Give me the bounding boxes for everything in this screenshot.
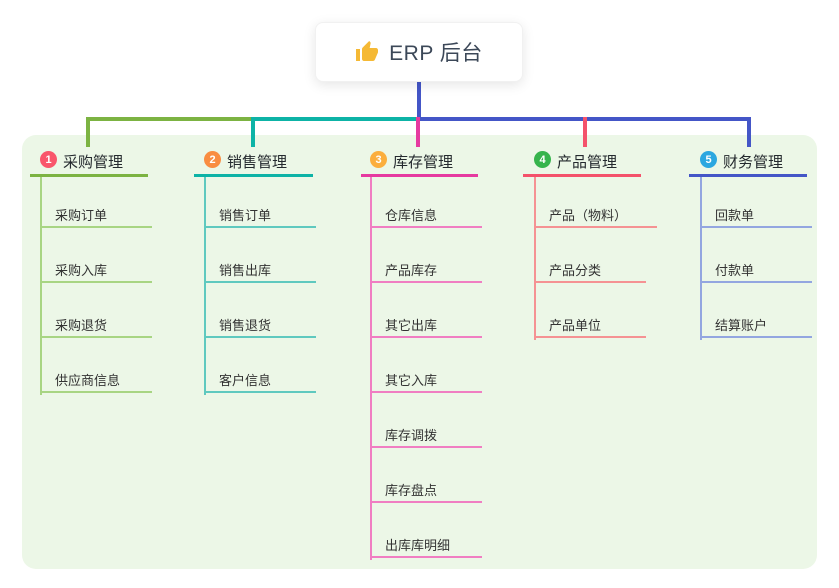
mindmap-item[interactable]: 产品（物料） bbox=[534, 206, 658, 228]
mindmap-item[interactable]: 采购退货 bbox=[40, 316, 152, 338]
mindmap-item[interactable]: 回款单 bbox=[700, 206, 812, 228]
thumbs-up-path bbox=[356, 41, 379, 61]
mindmap-item[interactable]: 客户信息 bbox=[204, 371, 316, 393]
mindmap-item[interactable]: 出库库明细 bbox=[370, 536, 482, 558]
mindmap-item[interactable]: 销售订单 bbox=[204, 206, 316, 228]
branch-spine-4 bbox=[534, 177, 536, 340]
branch-badge-1: 1 bbox=[40, 151, 57, 168]
mindmap-item[interactable]: 供应商信息 bbox=[40, 371, 152, 393]
mindmap-item[interactable]: 其它入库 bbox=[370, 371, 482, 393]
mindmap-item[interactable]: 产品单位 bbox=[534, 316, 646, 338]
branch-spine-3 bbox=[370, 177, 372, 560]
branch-badge-4: 4 bbox=[534, 151, 551, 168]
connector-branch-drop-2 bbox=[251, 117, 255, 147]
branch-badge-3: 3 bbox=[370, 151, 387, 168]
connector-branch-drop-3 bbox=[416, 117, 420, 147]
mindmap-item[interactable]: 结算账户 bbox=[700, 316, 812, 338]
connector-branch-drop-4 bbox=[583, 117, 587, 147]
mindmap-item[interactable]: 仓库信息 bbox=[370, 206, 482, 228]
mindmap-item[interactable]: 销售退货 bbox=[204, 316, 316, 338]
branch-spine-2 bbox=[204, 177, 206, 395]
branch-underline-4 bbox=[523, 174, 641, 177]
mindmap-panel bbox=[22, 135, 817, 569]
mindmap-item[interactable]: 付款单 bbox=[700, 261, 812, 283]
branch-node-2[interactable]: 销售管理 bbox=[227, 154, 288, 171]
branch-node-4[interactable]: 产品管理 bbox=[557, 154, 618, 171]
branch-badge-2: 2 bbox=[204, 151, 221, 168]
mindmap-item[interactable]: 库存盘点 bbox=[370, 481, 482, 503]
branch-node-1[interactable]: 采购管理 bbox=[63, 154, 124, 171]
branch-spine-5 bbox=[700, 177, 702, 340]
branch-node-3[interactable]: 库存管理 bbox=[393, 154, 454, 171]
mindmap-item[interactable]: 库存调拨 bbox=[370, 426, 482, 448]
branch-underline-3 bbox=[361, 174, 478, 177]
mindmap-item[interactable]: 采购入库 bbox=[40, 261, 152, 283]
mindmap-item[interactable]: 销售出库 bbox=[204, 261, 316, 283]
branch-node-5[interactable]: 财务管理 bbox=[723, 154, 784, 171]
mindmap-item[interactable]: 采购订单 bbox=[40, 206, 152, 228]
connector-branch-drop-5 bbox=[747, 117, 751, 147]
root-node[interactable]: ERP 后台 bbox=[315, 22, 523, 82]
branch-badge-5: 5 bbox=[700, 151, 717, 168]
connector-root-drop bbox=[417, 82, 421, 121]
mindmap-item[interactable]: 其它出库 bbox=[370, 316, 482, 338]
connector-bus-segment-2 bbox=[253, 117, 417, 121]
thumbs-up-icon bbox=[356, 41, 379, 61]
connector-bus-segment-1 bbox=[86, 117, 253, 121]
branch-underline-1 bbox=[30, 174, 148, 177]
mindmap-item[interactable]: 产品库存 bbox=[370, 261, 482, 283]
connector-branch-drop-1 bbox=[86, 117, 90, 147]
root-title: ERP 后台 bbox=[389, 42, 483, 65]
mindmap-item[interactable]: 产品分类 bbox=[534, 261, 646, 283]
branch-underline-2 bbox=[194, 174, 313, 177]
branch-spine-1 bbox=[40, 177, 42, 395]
branch-underline-5 bbox=[689, 174, 807, 177]
